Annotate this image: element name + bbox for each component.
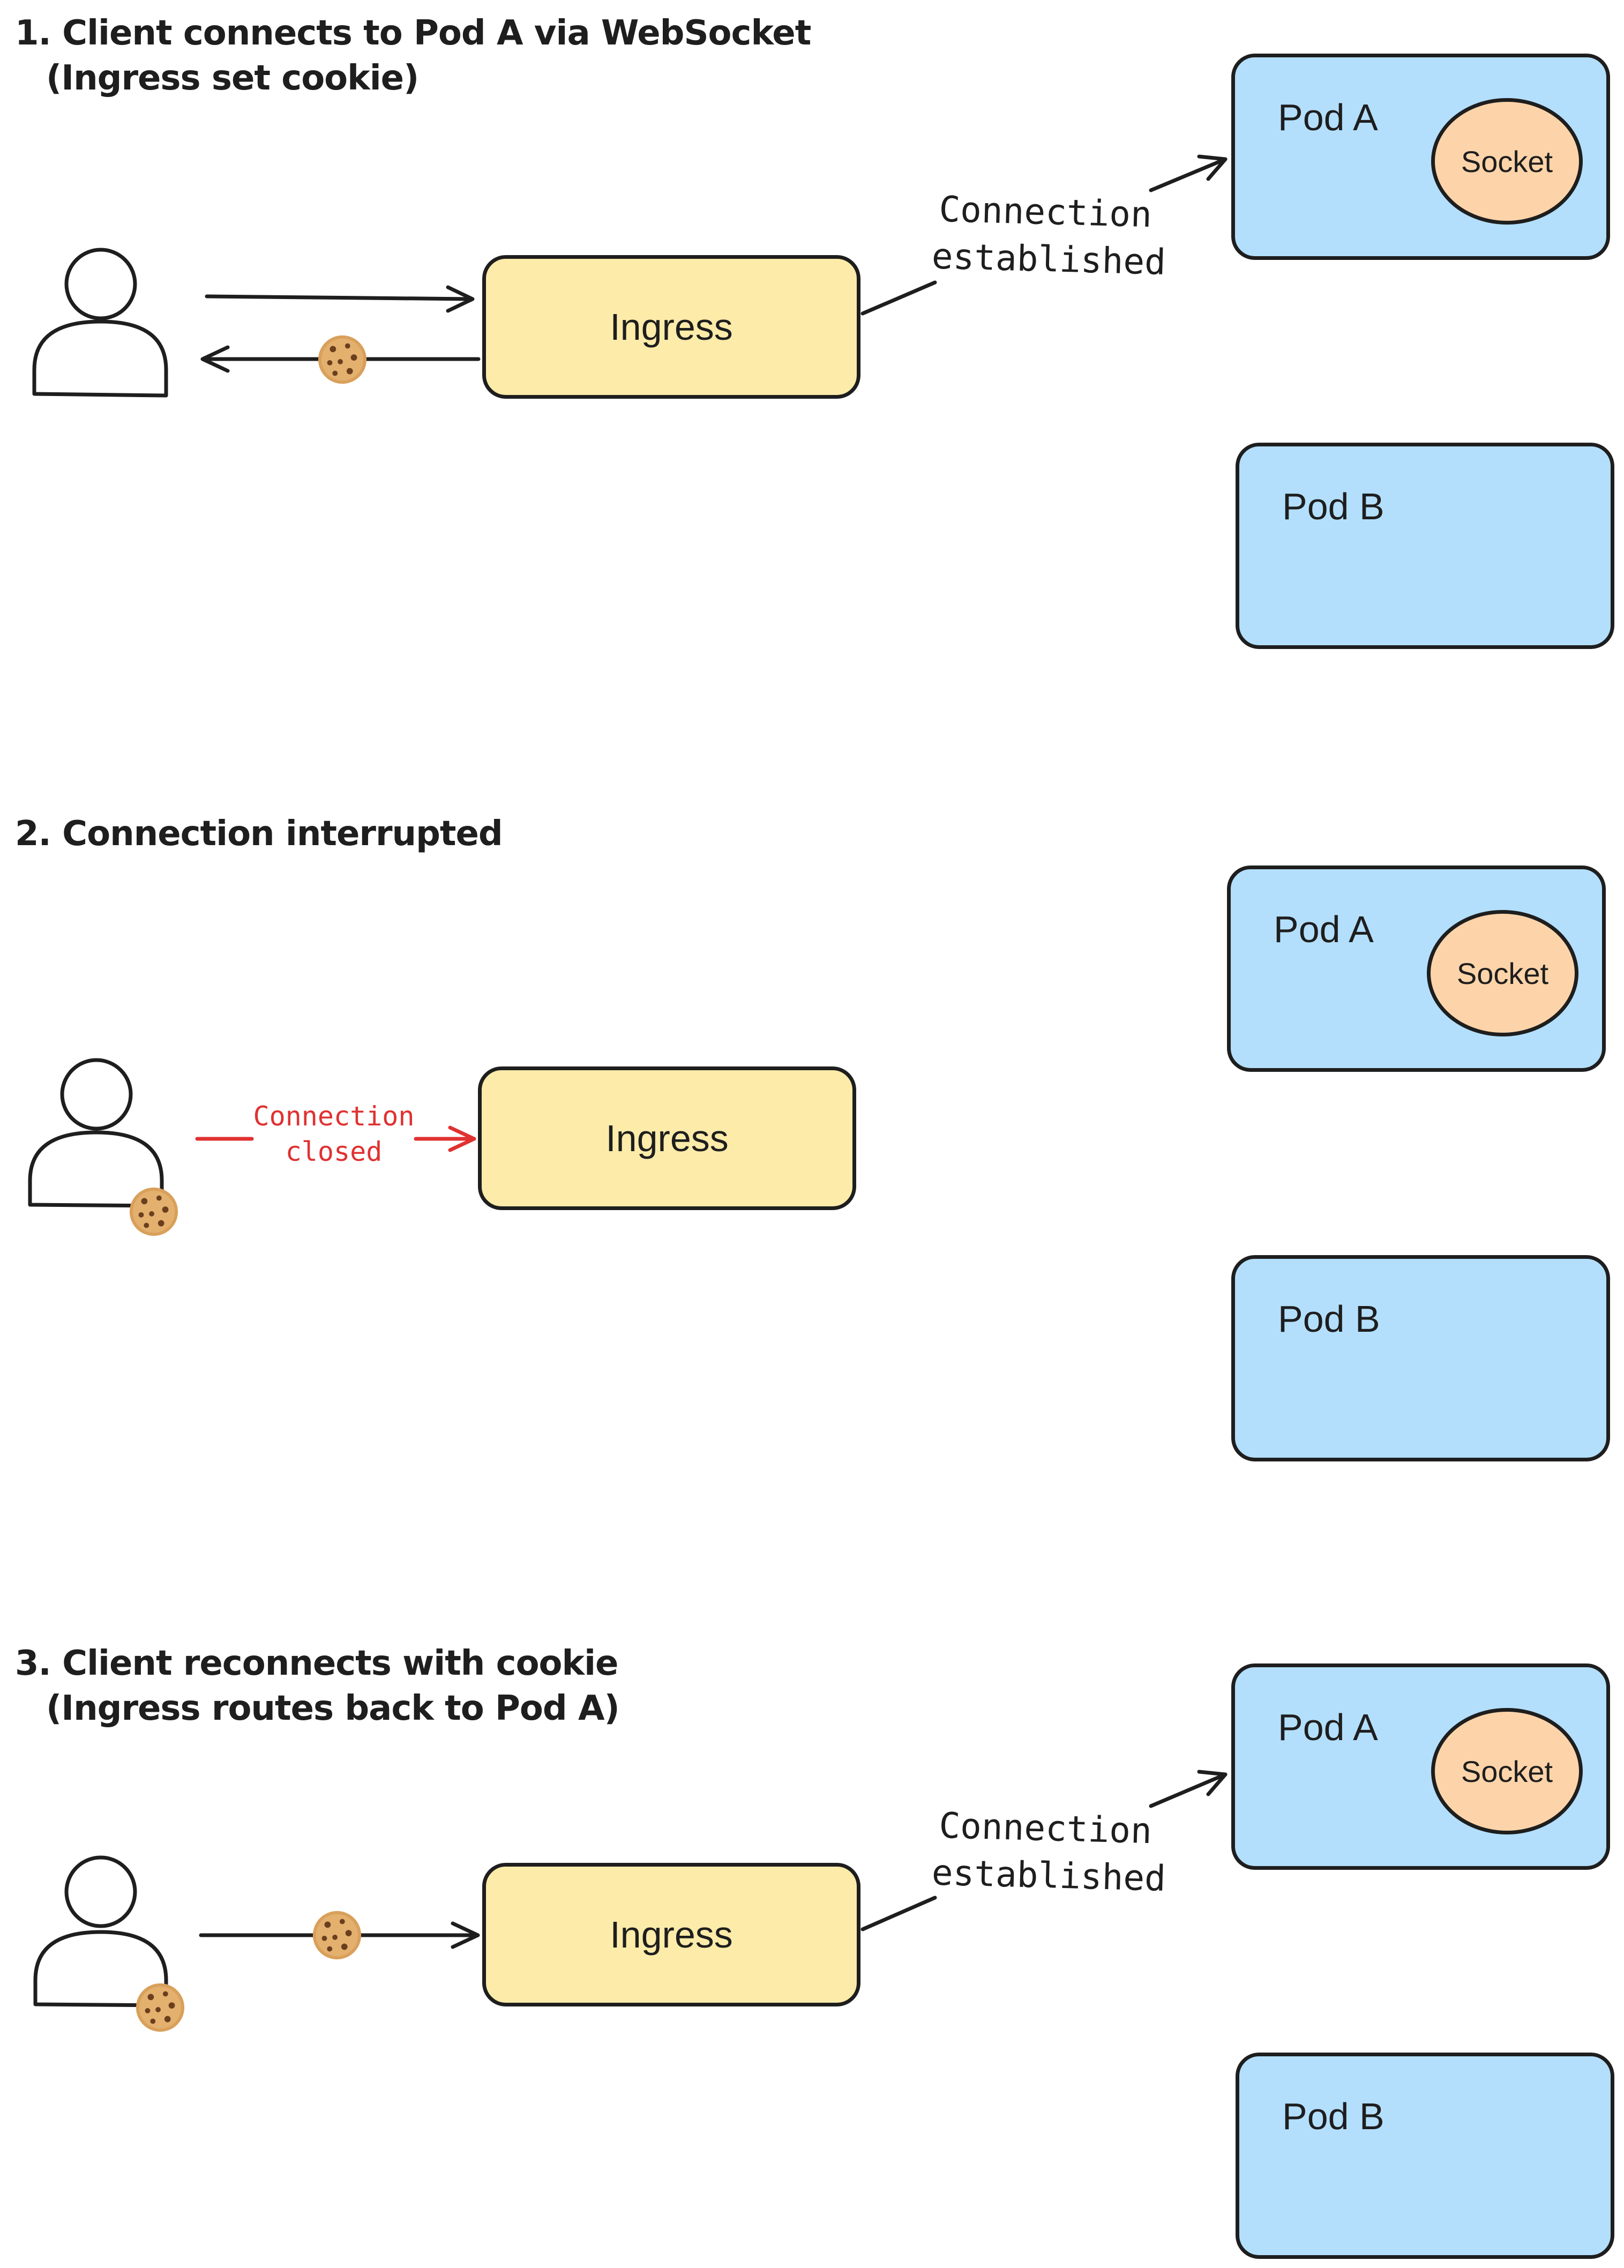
- step-3-title-line1: 3. Client reconnects with cookie: [15, 1644, 618, 1683]
- ingress-label: Ingress: [605, 1117, 729, 1159]
- ingress-box: Ingress: [478, 1066, 856, 1210]
- socket-ellipse: Socket: [1431, 1708, 1583, 1834]
- step-2-title: 2. Connection interrupted: [15, 811, 503, 856]
- pod-a-box: Pod A Socket: [1231, 54, 1610, 260]
- pod-b-box: Pod B: [1236, 2053, 1614, 2259]
- ingress-label: Ingress: [610, 1914, 733, 1956]
- step-2-title-line1: 2. Connection interrupted: [15, 814, 503, 854]
- cookie-icon: [318, 335, 367, 384]
- step-1-title: 1. Client connects to Pod A via WebSocke…: [15, 11, 811, 101]
- socket-ellipse: Socket: [1427, 910, 1578, 1036]
- edge-label-text: Connection established: [931, 1804, 1166, 1899]
- pod-b-label: Pod B: [1278, 1298, 1380, 1340]
- ingress-box: Ingress: [482, 255, 860, 399]
- closed-label-text: Connection closed: [253, 1101, 415, 1167]
- closed-arrow: [195, 1125, 476, 1152]
- cookie-icon: [129, 1187, 178, 1236]
- user-icon: [32, 248, 168, 398]
- pod-b-box: Pod B: [1236, 443, 1614, 649]
- pod-a-box: Pod A Socket: [1231, 1663, 1610, 1870]
- socket-label: Socket: [1461, 144, 1553, 178]
- step-3-title-line2: (Ingress routes back to Pod A): [46, 1689, 620, 1728]
- connection-established-label: Connection established: [931, 186, 1166, 286]
- pod-b-box: Pod B: [1231, 1255, 1610, 1461]
- step-1-title-line2: (Ingress set cookie): [46, 58, 419, 98]
- cookie-icon: [312, 1911, 362, 1960]
- connector-label-to-pod-a: [1149, 154, 1228, 192]
- connection-established-label: Connection established: [931, 1802, 1166, 1903]
- connector-ingress-to-label: [860, 1896, 937, 1931]
- connector-ingress-to-label: [860, 280, 937, 316]
- pod-a-label: Pod A: [1278, 1706, 1378, 1748]
- pod-b-label: Pod B: [1282, 486, 1384, 527]
- socket-label: Socket: [1456, 956, 1549, 990]
- socket-label: Socket: [1461, 1754, 1553, 1788]
- request-arrow: [205, 285, 475, 313]
- step-3-title: 3. Client reconnects with cookie (Ingres…: [15, 1641, 620, 1731]
- pod-a-label: Pod A: [1278, 96, 1378, 138]
- step-1-title-line1: 1. Client connects to Pod A via WebSocke…: [15, 13, 811, 53]
- user-icon: [28, 1058, 164, 1208]
- user-icon: [33, 1855, 168, 2008]
- ingress-box: Ingress: [482, 1863, 860, 2006]
- pod-a-box: Pod A Socket: [1227, 866, 1606, 1072]
- pod-a-label: Pod A: [1274, 908, 1374, 950]
- socket-ellipse: Socket: [1431, 98, 1583, 225]
- edge-label-text: Connection established: [931, 188, 1166, 283]
- cookie-icon: [136, 1983, 185, 2032]
- pod-b-label: Pod B: [1282, 2095, 1384, 2137]
- connection-closed-label: Connection closed: [252, 1099, 416, 1169]
- connector-label-to-pod-a: [1149, 1770, 1228, 1808]
- ingress-label: Ingress: [610, 306, 733, 348]
